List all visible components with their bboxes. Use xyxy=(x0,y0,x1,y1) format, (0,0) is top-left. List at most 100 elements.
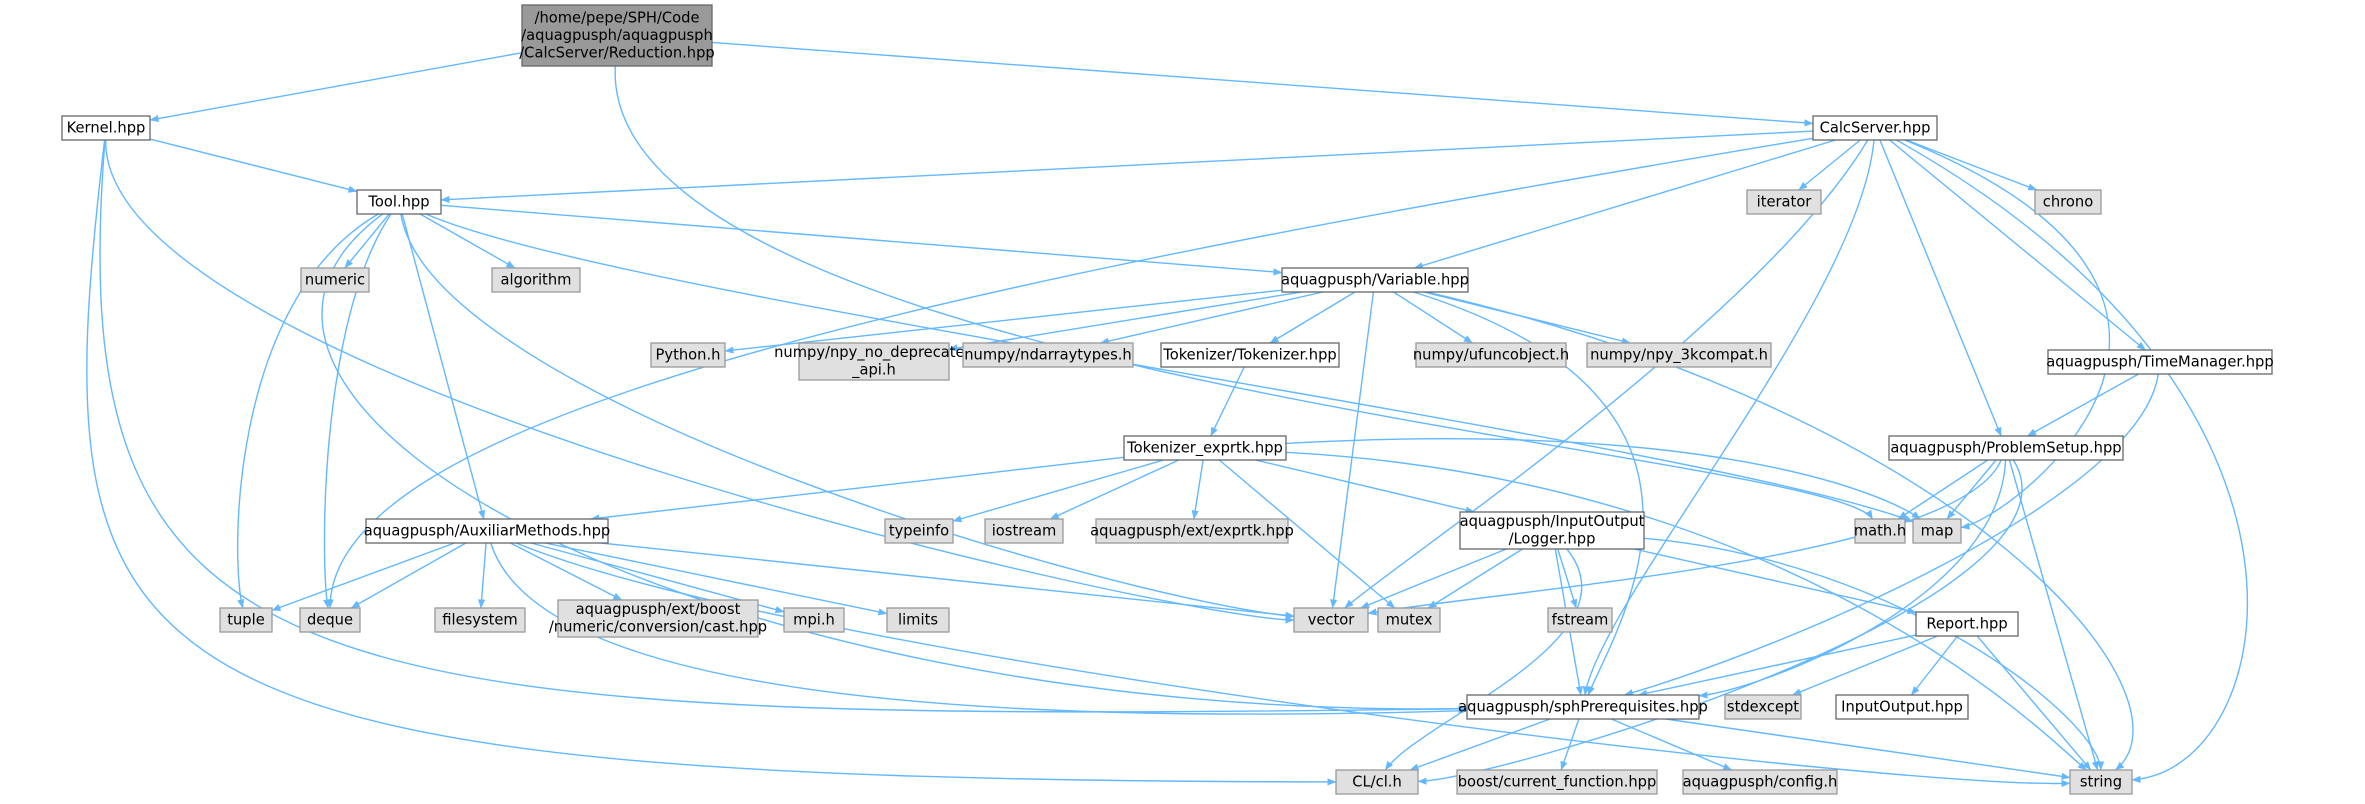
node-exprtk: aquagpusph/ext/exprtk.hpp xyxy=(1090,518,1294,544)
node-mutex-label-line: mutex xyxy=(1386,611,1433,628)
node-vector-box xyxy=(1293,607,1369,633)
node-stdexcept: stdexcept xyxy=(1724,694,1802,720)
edge-logger-to-vector xyxy=(1360,548,1507,609)
node-npy_no_dep-label-line: numpy/npy_no_deprecated xyxy=(774,344,974,361)
node-timemanager[interactable]: aquagpusph/TimeManager.hpp xyxy=(2046,349,2274,375)
node-tool-label-line: Tool.hpp xyxy=(367,193,429,210)
edge-variable-to-npy_no_dep xyxy=(948,291,1302,352)
node-boostcast-label-line: aquagpusph/ext/boost xyxy=(576,601,741,618)
edge-reduction-to-calcserver xyxy=(711,41,1814,127)
node-report[interactable]: Report.hpp xyxy=(1915,611,2019,637)
node-logger[interactable]: aquagpusph/InputOutput/Logger.hpp xyxy=(1459,511,1645,550)
node-reduction-label-line: /home/pepe/SPH/Code xyxy=(535,9,700,26)
node-tokenizer_exprtk[interactable]: Tokenizer_exprtk.hpp xyxy=(1123,435,1287,461)
node-tool[interactable]: Tool.hpp xyxy=(356,189,442,215)
node-reduction-box xyxy=(521,4,713,67)
node-python: Python.h xyxy=(650,342,726,368)
node-logger-label-line: /Logger.hpp xyxy=(1509,531,1596,548)
node-map-box xyxy=(1912,518,1962,544)
edge-problemsetup-to-sphprereq xyxy=(1698,459,2007,699)
edge-auxiliar-to-limits xyxy=(544,542,888,616)
edge-report-to-string xyxy=(1976,635,2092,771)
node-reduction: /home/pepe/SPH/Code/aquagpusph/aquagpusp… xyxy=(519,4,715,67)
edge-tokenizer-to-tokenizer_exprtk xyxy=(1210,366,1245,437)
node-problemsetup-box xyxy=(1888,435,2124,461)
edge-tool-to-deque xyxy=(323,213,392,609)
node-mpih-label-line: mpi.h xyxy=(793,611,835,628)
edge-sphprereq-to-configh xyxy=(1611,718,1733,771)
node-npy_no_dep-box xyxy=(798,342,950,381)
node-npy_3kcompat-label-line: numpy/npy_3kcompat.h xyxy=(1590,346,1768,363)
node-deque-box xyxy=(299,607,361,633)
node-iterator: iterator xyxy=(1746,189,1822,215)
node-kernel[interactable]: Kernel.hpp xyxy=(61,115,151,141)
node-variable[interactable]: aquagpusph/Variable.hpp xyxy=(1281,267,1469,293)
edge-tool-to-map xyxy=(425,213,1914,523)
node-mutex: mutex xyxy=(1377,607,1441,633)
edge-calcserver-to-vector xyxy=(1344,139,1869,609)
node-string-label-line: string xyxy=(2080,773,2122,790)
node-stdexcept-label-line: stdexcept xyxy=(1727,698,1799,715)
node-calcserver[interactable]: CalcServer.hpp xyxy=(1812,115,1938,141)
node-inputoutput-box xyxy=(1835,694,1969,720)
node-boostcf-label-line: boost/current_function.hpp xyxy=(1458,773,1657,790)
node-report-label-line: Report.hpp xyxy=(1926,615,2007,632)
edge-reduction-to-mathh xyxy=(614,65,1874,520)
node-npy_3kcompat: numpy/npy_3kcompat.h xyxy=(1586,342,1772,368)
edge-tokenizer_exprtk-to-mutex xyxy=(1218,459,1396,609)
node-npy_no_dep: numpy/npy_no_deprecated_api.h xyxy=(774,342,974,381)
node-configh-box xyxy=(1682,769,1838,795)
node-numeric-label-line: numeric xyxy=(305,271,365,288)
edge-tool-to-vector xyxy=(400,213,1295,620)
node-auxiliar[interactable]: aquagpusph/AuxiliarMethods.hpp xyxy=(364,518,611,544)
node-vector: vector xyxy=(1293,607,1369,633)
node-variable-box xyxy=(1281,267,1469,293)
node-fstream-label-line: fstream xyxy=(1552,611,1609,628)
node-mathh-label-line: math.h xyxy=(1854,522,1906,539)
edge-timemanager-to-problemsetup xyxy=(2027,373,2139,437)
edge-tool-to-auxiliar xyxy=(401,213,486,520)
node-auxiliar-label-line: aquagpusph/AuxiliarMethods.hpp xyxy=(364,522,611,539)
node-configh-label-line: aquagpusph/config.h xyxy=(1683,773,1838,790)
node-sphprereq[interactable]: aquagpusph/sphPrerequisites.hpp xyxy=(1458,694,1708,720)
edge-tokenizer_exprtk-to-iostream xyxy=(1049,459,1180,520)
node-clh-box xyxy=(1335,769,1419,795)
node-stdexcept-box xyxy=(1724,694,1802,720)
node-tokenizer_exprtk-label-line: Tokenizer_exprtk.hpp xyxy=(1126,439,1283,456)
edge-kernel-to-sphprereq xyxy=(99,139,1468,713)
node-python-box xyxy=(650,342,726,368)
node-chrono: chrono xyxy=(2034,189,2102,215)
node-boostcast-box xyxy=(557,599,759,638)
node-reduction-label-line: /CalcServer/Reduction.hpp xyxy=(519,44,715,61)
node-logger-label-line: aquagpusph/InputOutput xyxy=(1460,513,1645,530)
edge-calcserver-to-timemanager xyxy=(1889,139,2146,351)
node-tuple: tuple xyxy=(219,607,273,633)
edge-tokenizer_exprtk-to-exprtk xyxy=(1191,459,1204,520)
node-string-box xyxy=(2069,769,2133,795)
node-inputoutput[interactable]: InputOutput.hpp xyxy=(1835,694,1969,720)
node-problemsetup[interactable]: aquagpusph/ProblemSetup.hpp xyxy=(1888,435,2124,461)
edge-calcserver-to-problemsetup xyxy=(1879,139,2002,437)
node-mathh: math.h xyxy=(1854,518,1906,544)
node-exprtk-label-line: aquagpusph/ext/exprtk.hpp xyxy=(1090,522,1294,539)
edge-kernel-to-tool xyxy=(149,138,358,193)
edge-tokenizer_exprtk-to-logger xyxy=(1255,459,1475,514)
edge-logger-to-report xyxy=(1633,548,1917,615)
node-fstream: fstream xyxy=(1547,607,1613,633)
node-iostream: iostream xyxy=(984,518,1064,544)
node-python-label-line: Python.h xyxy=(656,346,721,363)
edge-calcserver-to-iterator xyxy=(1798,139,1861,191)
edge-problemsetup-to-vector xyxy=(1367,459,2002,616)
node-chrono-box xyxy=(2034,189,2102,215)
edge-auxiliar-to-deque xyxy=(350,542,467,609)
node-tokenizer[interactable]: Tokenizer/Tokenizer.hpp xyxy=(1160,342,1340,368)
edge-sphprereq-to-boostcf xyxy=(1560,718,1580,771)
node-configh: aquagpusph/config.h xyxy=(1682,769,1838,795)
node-logger-box xyxy=(1459,511,1645,550)
node-chrono-label-line: chrono xyxy=(2043,193,2093,210)
edge-auxiliar-to-string xyxy=(515,542,2071,788)
node-boostcf-box xyxy=(1456,769,1658,795)
node-auxiliar-box xyxy=(365,518,609,544)
edge-tool-to-numeric xyxy=(344,213,390,269)
